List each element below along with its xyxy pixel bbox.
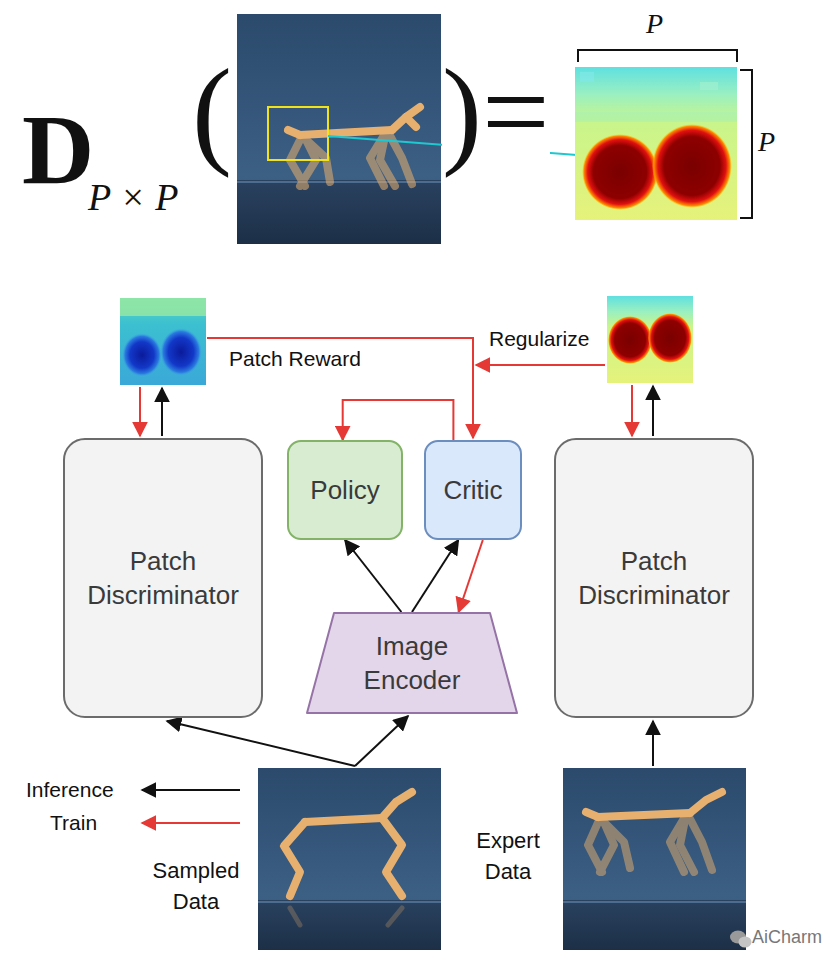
- encoder-trapezoid: Image Encoder: [306, 612, 518, 714]
- size-label: P: [646, 10, 663, 38]
- discriminator-box: Patch Discriminator: [554, 438, 754, 718]
- expert-frame: [563, 768, 746, 950]
- reward-heatmap: [120, 298, 206, 385]
- expert-heatmap: [607, 296, 693, 383]
- image-caption: Sampled Data: [140, 856, 252, 918]
- trapezoid-outline: [306, 612, 518, 714]
- flow-label: Regularize: [489, 328, 589, 349]
- policy-box: Policy: [287, 440, 403, 540]
- parenthesis-equals: )=: [442, 52, 550, 172]
- legend-label: Train: [50, 811, 97, 835]
- parenthesis: (: [192, 52, 232, 172]
- discriminator-box: Patch Discriminator: [63, 438, 263, 718]
- watermark: AiCharm: [752, 928, 822, 946]
- flow-label: Patch Reward: [229, 348, 361, 369]
- critic-box: Critic: [424, 440, 522, 540]
- operator-symbol: D: [22, 100, 94, 200]
- size-bracket: [578, 50, 752, 218]
- node-label: Patch Discriminator: [568, 544, 740, 613]
- operator-subscript: P × P: [88, 178, 178, 216]
- node-label: Policy: [310, 473, 379, 507]
- legend-label: Inference: [26, 778, 114, 802]
- flow-connector: [412, 540, 458, 612]
- flow-connector: [459, 540, 483, 612]
- node-label: Patch Discriminator: [77, 544, 249, 613]
- watermark-icon: [730, 931, 752, 948]
- flow-connector: [345, 540, 401, 612]
- flow-connector: [343, 400, 454, 440]
- size-label: P: [758, 128, 775, 156]
- image-caption: Expert Data: [460, 826, 556, 888]
- node-label: Critic: [443, 473, 502, 507]
- patch-heatmap: [575, 67, 737, 220]
- node-label: Image Encoder: [340, 629, 484, 698]
- sampled-frame: [258, 768, 441, 950]
- cheetah-frame: [237, 14, 441, 244]
